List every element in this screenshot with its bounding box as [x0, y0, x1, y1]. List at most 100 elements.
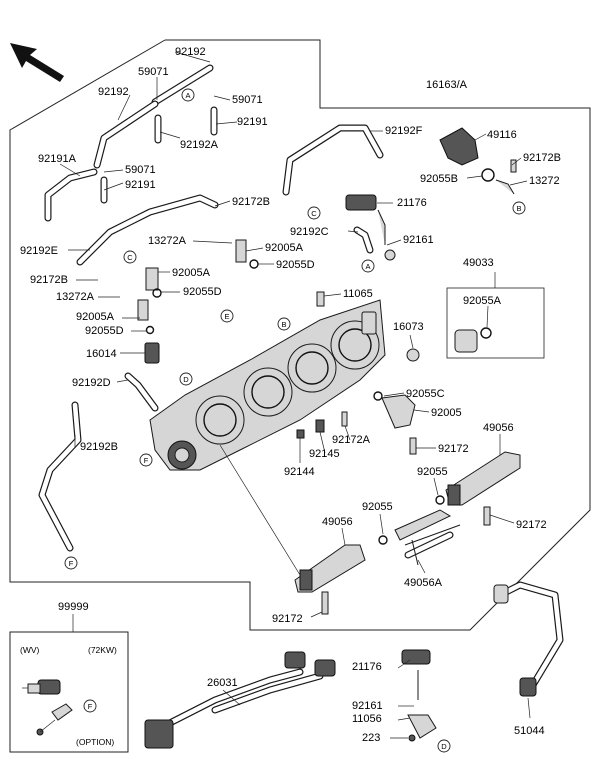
part-label-59071-a: 59071 [232, 94, 263, 106]
fuel-rail-lower [294, 544, 366, 615]
pressure-regulator-49033 [406, 327, 492, 362]
part-label-59071-top: 59071 [138, 66, 169, 78]
part-label-92055-m: 92055 [362, 501, 393, 513]
part-label-13272a-2: 13272A [56, 291, 95, 303]
svg-text:D: D [441, 742, 447, 751]
option-variant-left: (WV) [20, 645, 40, 655]
svg-text:E: E [224, 312, 229, 321]
part-label-92192c: 92192C [290, 226, 329, 238]
part-label-92192a: 92192A [180, 139, 219, 151]
fuel-joint-49056a [394, 509, 461, 566]
part-labels: 921925907192192590719219192192A92191A590… [20, 46, 561, 744]
fuel-pressure-subgroup [446, 287, 545, 359]
part-label-16073: 16073 [393, 321, 424, 333]
main-assembly-label: 16163/A [426, 79, 468, 91]
svg-text:B: B [281, 320, 286, 329]
part-label-49116: 49116 [487, 129, 517, 141]
part-label-92172-r: 92172 [438, 443, 469, 455]
callout-b-right: B [512, 201, 526, 215]
part-label-92192e: 92192E [20, 245, 58, 257]
part-label-92005: 92005 [431, 407, 462, 419]
part-label-92055a: 92055A [463, 295, 502, 307]
part-label-92055d-1: 92055D [276, 259, 315, 271]
sensor-49116 [439, 127, 495, 182]
sensor-21176-bottom [401, 649, 437, 742]
part-label-92172b-l: 92172B [30, 274, 68, 286]
part-label-26031: 26031 [207, 677, 238, 689]
part-label-92172-rr: 92172 [516, 519, 547, 531]
part-label-92172-b: 92172 [272, 613, 303, 625]
part-label-92172a: 92172A [332, 434, 371, 446]
svg-text:B: B [516, 204, 521, 213]
svg-text:C: C [127, 253, 133, 262]
part-label-92192f: 92192F [385, 125, 423, 137]
part-label-92055-r: 92055 [417, 466, 448, 478]
sensor-21176-top [345, 194, 396, 261]
part-label-223: 223 [362, 732, 380, 744]
assembly-frame [9, 39, 591, 631]
part-label-92005a-2: 92005A [172, 267, 211, 279]
part-label-92191-b: 92191 [125, 179, 156, 191]
part-label-51044: 51044 [514, 725, 545, 737]
part-label-13272a-1: 13272A [148, 235, 187, 247]
part-label-13272: 13272 [529, 175, 560, 187]
option-variant-right: (72KW) [88, 645, 117, 655]
part-label-92191-a: 92191 [237, 116, 268, 128]
part-label-92172b-r: 92172B [523, 152, 561, 164]
connector-51044 [493, 584, 537, 697]
part-label-92192-top: 92192 [175, 46, 206, 58]
part-label-49056a: 49056A [404, 577, 443, 589]
callout-d-bottom: D [437, 739, 451, 753]
svg-text:C: C [311, 209, 317, 218]
part-label-92161-top: 92161 [403, 234, 434, 246]
part-label-11056: 11056 [352, 713, 382, 725]
callout-c-left: C [123, 250, 137, 264]
option-box: (WV) (72KW) (OPTION) F [9, 614, 129, 753]
callout-c-top: C [307, 206, 321, 220]
part-label-92145: 92145 [309, 448, 340, 460]
callout-a-top: A [181, 88, 195, 102]
part-label-92055b: 92055B [420, 173, 458, 185]
fuel-rail-upper [445, 451, 521, 526]
part-label-92005a-3: 92005A [76, 311, 115, 323]
svg-text:F: F [144, 456, 149, 465]
part-label-92192d: 92192D [72, 377, 111, 389]
part-label-92055c: 92055C [406, 388, 445, 400]
callout-a-mid: A [361, 259, 375, 273]
part-label-49033: 49033 [463, 257, 494, 269]
harness-26031 [144, 651, 336, 749]
part-label-21176-top: 21176 [397, 197, 427, 209]
part-label-59071-b: 59071 [125, 164, 156, 176]
part-label-92144: 92144 [284, 466, 315, 478]
svg-text:D: D [183, 375, 189, 384]
svg-text:A: A [185, 91, 190, 100]
part-label-92191a: 92191A [38, 153, 77, 165]
callout-e: E [220, 309, 234, 323]
option-footer: (OPTION) [76, 737, 114, 747]
part-label-92192-left: 92192 [98, 86, 129, 98]
part-label-49056-m: 49056 [322, 516, 353, 528]
option-part-number: 99999 [58, 601, 89, 613]
part-label-92161-b: 92161 [352, 700, 383, 712]
valve-92005 [373, 391, 417, 455]
part-label-21176-b: 21176 [352, 661, 382, 673]
part-label-11065: 11065 [343, 288, 373, 300]
part-label-92005a-1: 92005A [265, 242, 304, 254]
part-label-16014: 16014 [86, 348, 117, 360]
throttle-body-assembly [149, 299, 386, 471]
callout-d-left: D [179, 372, 193, 386]
leader-lines [59, 51, 531, 739]
callout-f-option: F [83, 699, 97, 713]
small-fittings [137, 159, 517, 545]
svg-text:A: A [365, 262, 370, 271]
callout-b-mid: B [277, 317, 291, 331]
svg-text:F: F [69, 559, 74, 568]
part-label-92055d-3: 92055D [85, 325, 124, 337]
callout-f-hose: F [64, 556, 78, 570]
part-label-92192b: 92192B [80, 441, 118, 453]
part-label-49056-r: 49056 [483, 422, 514, 434]
svg-text:F: F [88, 702, 93, 711]
front-direction-arrow-icon [10, 43, 64, 82]
part-label-92172b-m: 92172B [232, 196, 270, 208]
